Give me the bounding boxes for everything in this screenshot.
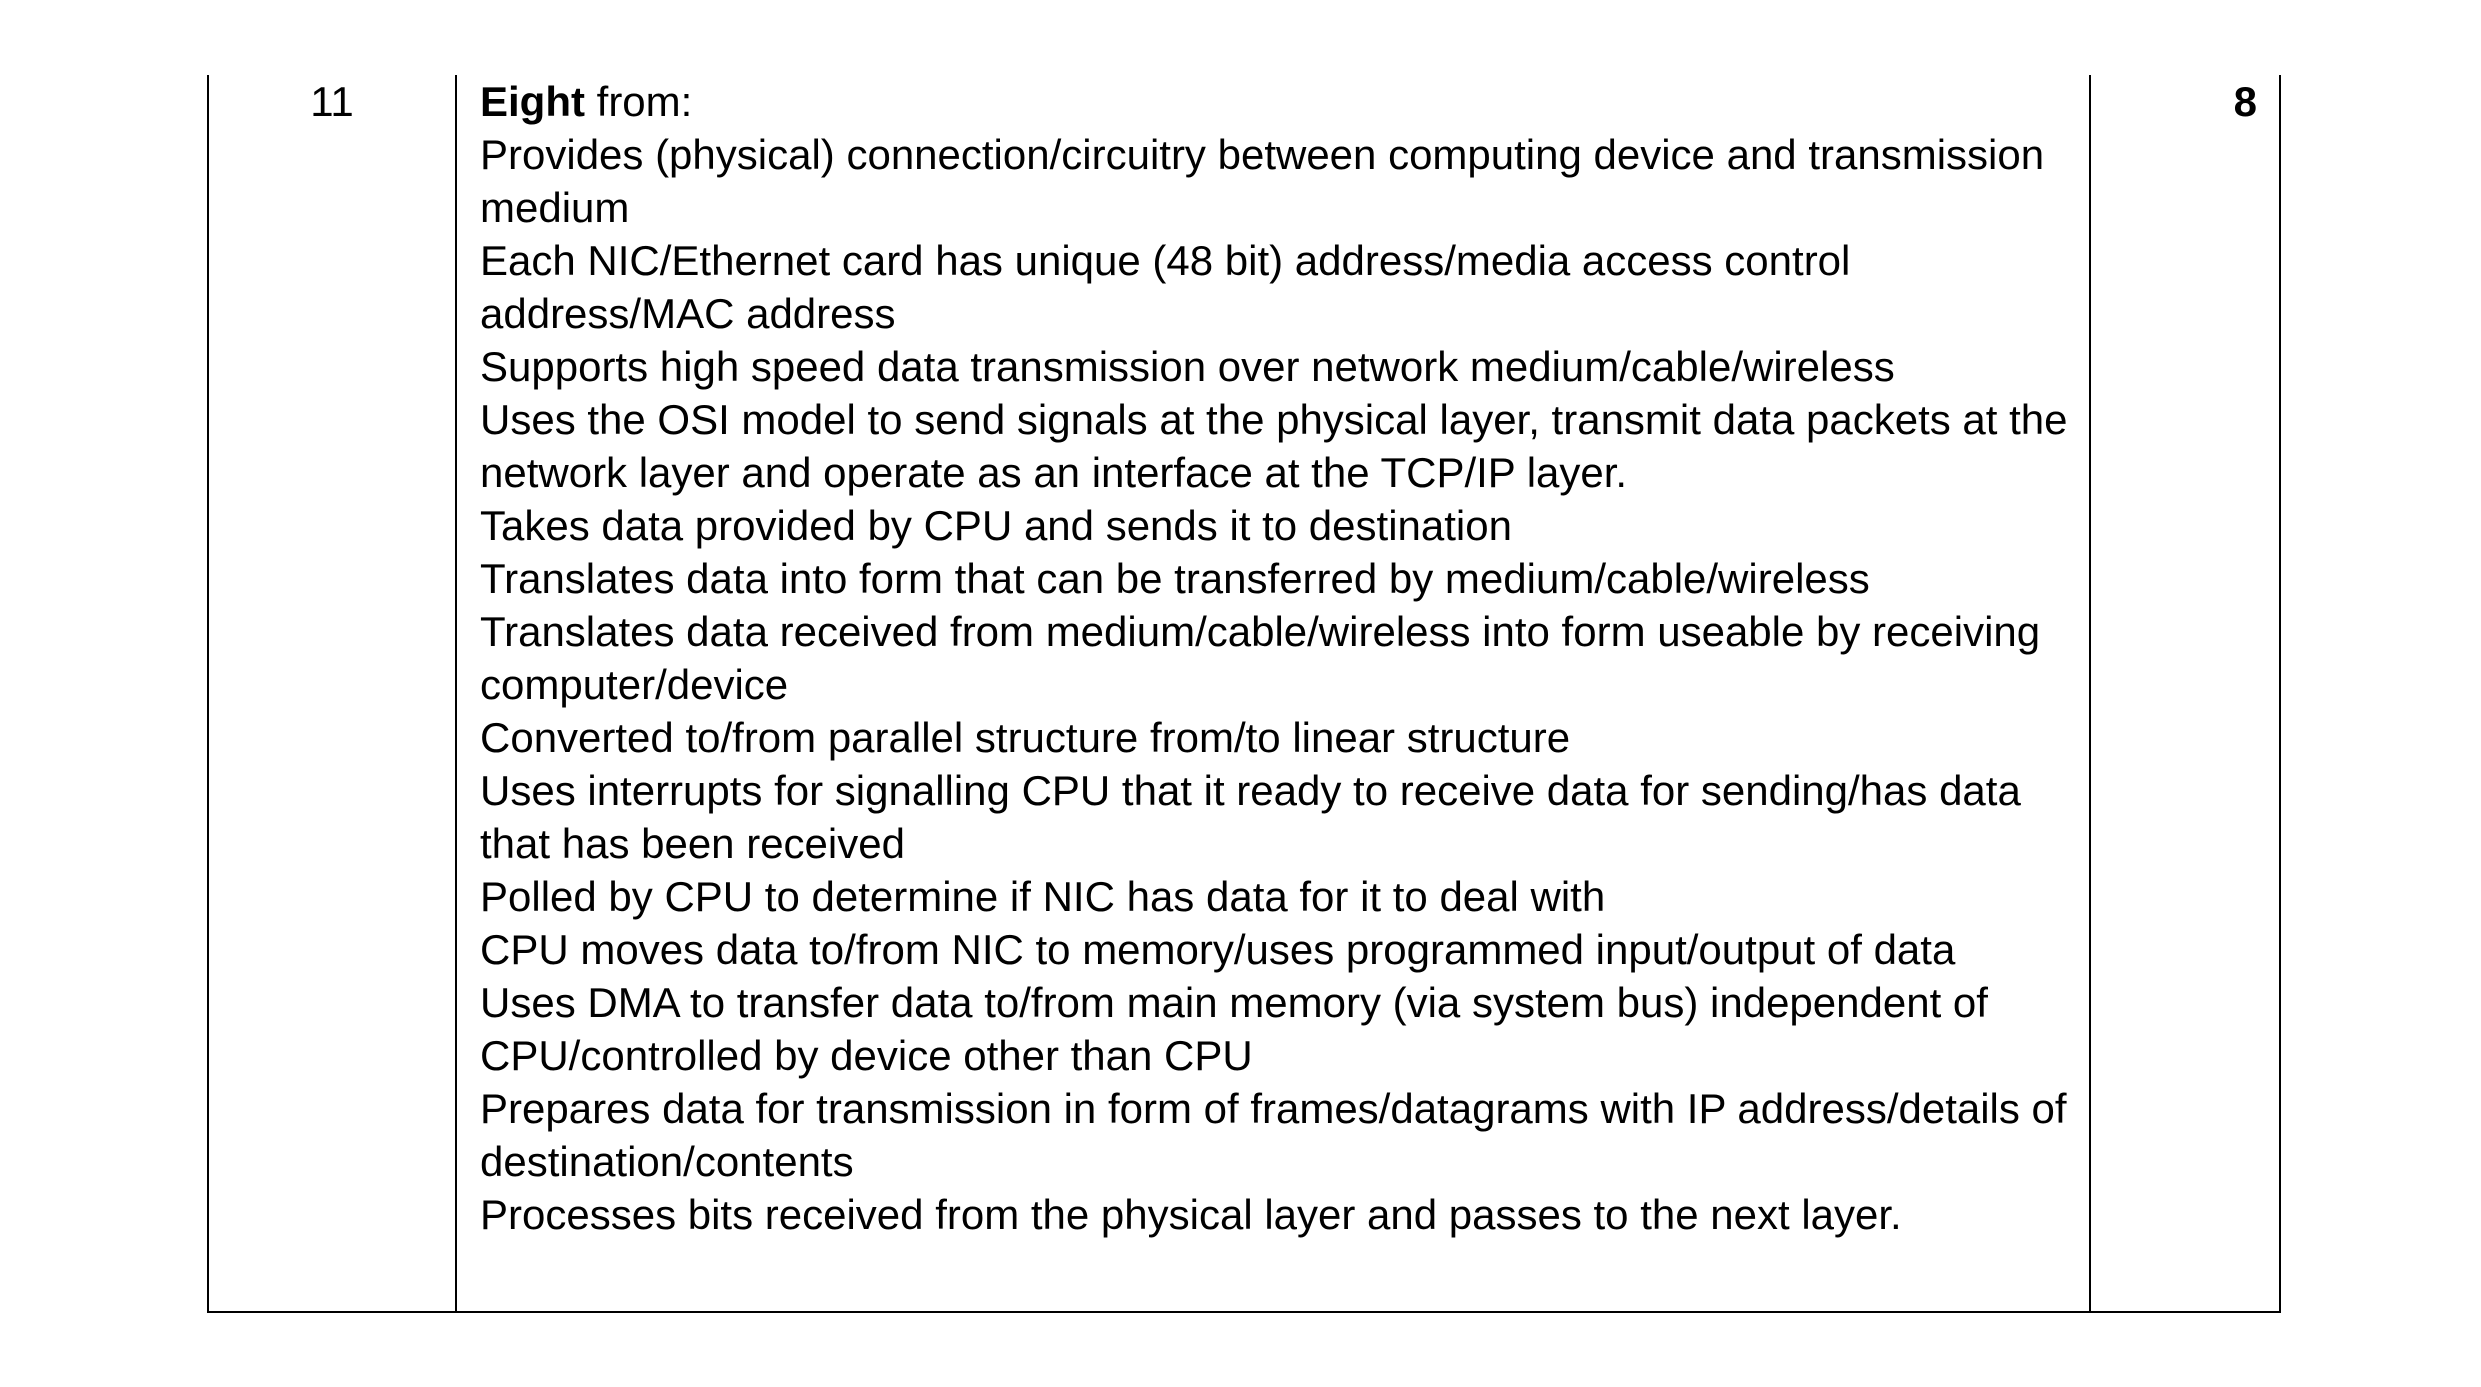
list-item: Translates data received from medium/cab… bbox=[480, 608, 2041, 708]
list-item: Uses DMA to transfer data to/from main m… bbox=[480, 979, 1988, 1079]
list-item: Provides (physical) connection/circuitry… bbox=[480, 131, 2045, 231]
answer-points-list: Provides (physical) connection/circuitry… bbox=[480, 128, 2079, 1241]
answer-intro-text: from: bbox=[584, 78, 693, 125]
question-number: 11 bbox=[207, 75, 457, 1313]
mark-scheme-table: 11 Eight from: Provides (physical) conne… bbox=[207, 75, 2281, 1313]
answer-intro-bold: Eight bbox=[480, 78, 585, 125]
list-item: Converted to/from parallel structure fro… bbox=[480, 714, 1571, 761]
list-item: Translates data into form that can be tr… bbox=[480, 555, 1870, 602]
list-item: Prepares data for transmission in form o… bbox=[480, 1085, 2067, 1185]
answer-intro: Eight from: bbox=[480, 75, 2079, 128]
list-item: Uses interrupts for signalling CPU that … bbox=[480, 767, 2021, 867]
list-item: Takes data provided by CPU and sends it … bbox=[480, 502, 1512, 549]
table-row: 11 Eight from: Provides (physical) conne… bbox=[207, 75, 2281, 1313]
list-item: Uses the OSI model to send signals at th… bbox=[480, 396, 2068, 496]
list-item: Each NIC/Ethernet card has unique (48 bi… bbox=[480, 237, 1851, 337]
list-item: Processes bits received from the physica… bbox=[480, 1191, 1902, 1238]
answer-cell: Eight from: Provides (physical) connecti… bbox=[455, 75, 2091, 1313]
list-item: Supports high speed data transmission ov… bbox=[480, 343, 1895, 390]
marks-value: 8 bbox=[2089, 75, 2281, 1313]
list-item: Polled by CPU to determine if NIC has da… bbox=[480, 873, 1606, 920]
list-item: CPU moves data to/from NIC to memory/use… bbox=[480, 926, 1956, 973]
